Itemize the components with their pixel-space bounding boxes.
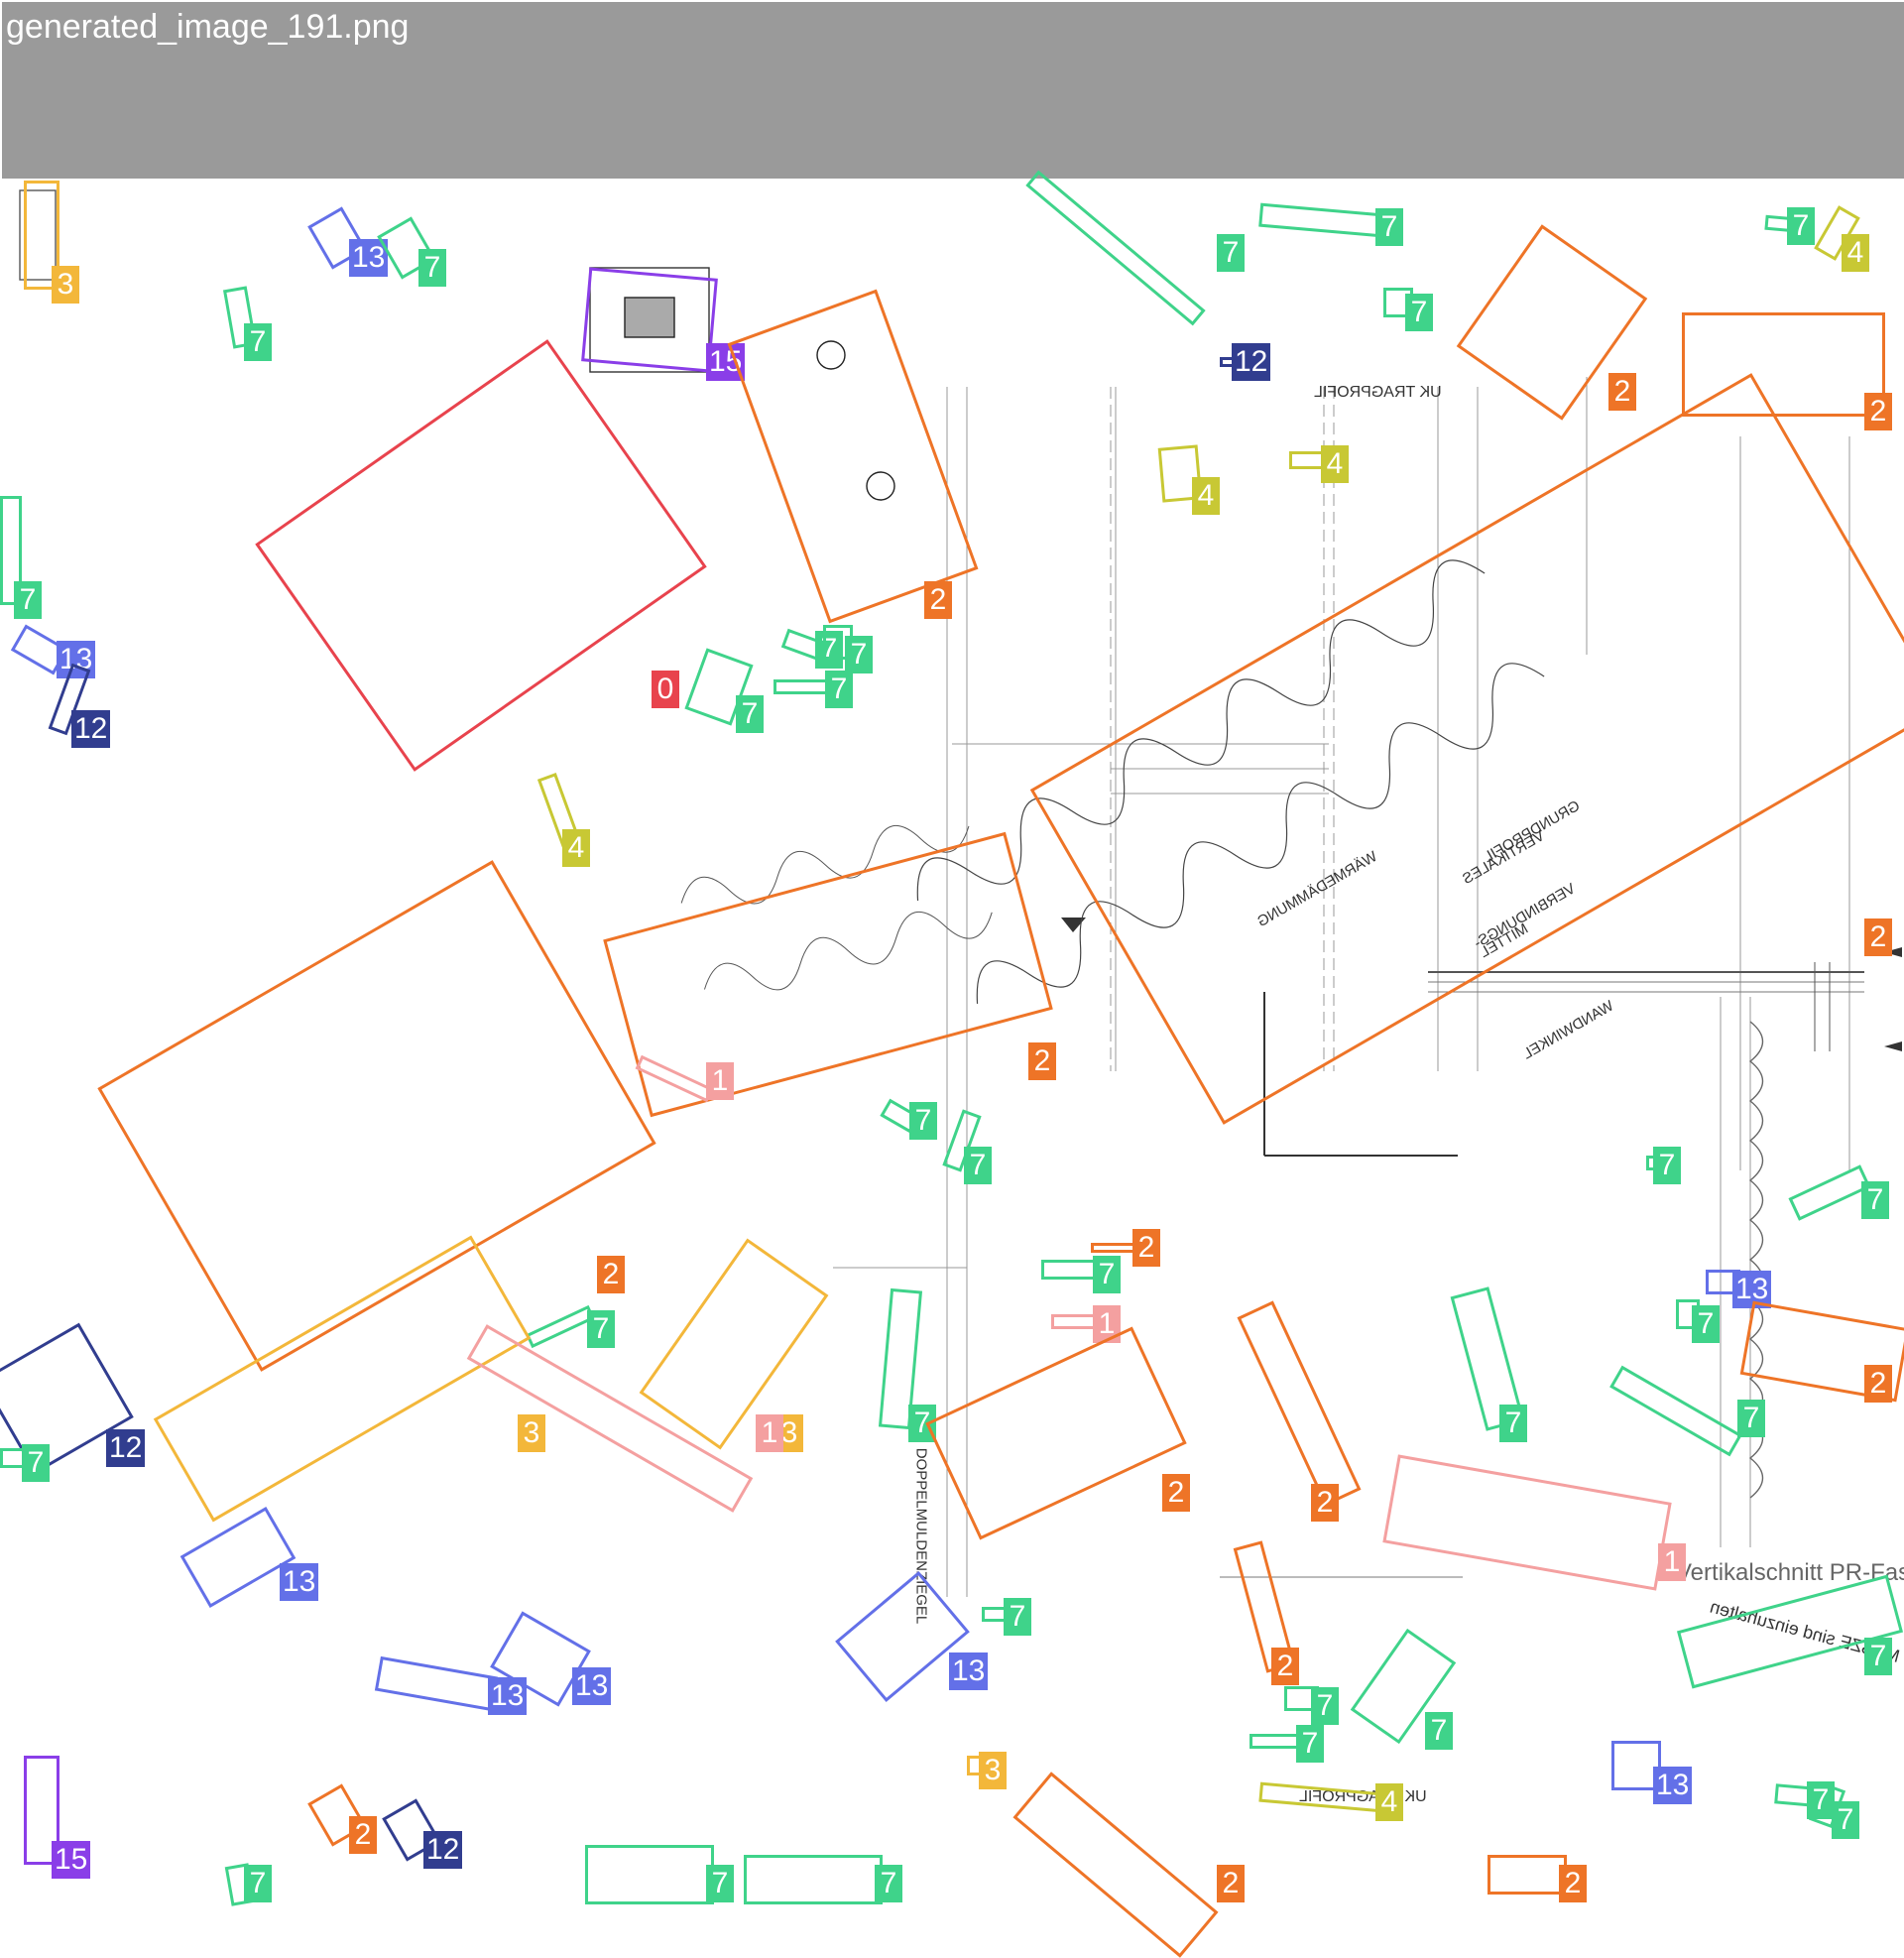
annotation-class-label: 7 <box>14 581 42 619</box>
annotation-class-label: 7 <box>1405 294 1433 331</box>
annotation-class-label: 2 <box>1217 1865 1245 1902</box>
annotation-class-label: 15 <box>706 343 746 381</box>
annotation-class-label: 2 <box>1864 1365 1892 1403</box>
annotation-box-class-3 <box>24 181 60 290</box>
annotation-class-label: 2 <box>1162 1474 1190 1512</box>
annotation-class-label: 2 <box>1864 393 1892 430</box>
annotation-class-label: 7 <box>845 636 873 673</box>
annotation-class-label: 7 <box>1375 208 1403 246</box>
annotation-class-label: 7 <box>908 1405 936 1442</box>
annotation-class-label: 7 <box>964 1147 992 1184</box>
annotation-class-label: 7 <box>418 249 446 287</box>
annotation-box-class-15 <box>24 1756 60 1865</box>
annotation-class-label: 1 <box>756 1414 783 1452</box>
image-title-bar: generated_image_191.png <box>2 2 1904 179</box>
annotation-class-label: 1 <box>706 1062 734 1100</box>
annotation-class-label: 7 <box>736 695 764 733</box>
annotation-class-label: 2 <box>1132 1229 1160 1267</box>
annotation-class-label: 2 <box>349 1816 377 1854</box>
annotation-box-class-7 <box>585 1845 714 1904</box>
annotation-class-label: 7 <box>244 1865 272 1902</box>
annotation-class-label: 7 <box>1499 1405 1527 1442</box>
annotation-class-label: 7 <box>1692 1305 1720 1343</box>
annotation-box-class-2 <box>1682 312 1885 417</box>
annotation-class-label: 4 <box>1321 445 1349 483</box>
annotation-class-label: 2 <box>597 1256 625 1293</box>
annotation-box-class-7 <box>1041 1260 1101 1280</box>
annotation-class-label: 13 <box>572 1667 612 1705</box>
annotation-class-label: 13 <box>488 1677 528 1715</box>
annotation-class-label: 3 <box>518 1414 545 1452</box>
annotation-class-label: 7 <box>1425 1712 1453 1750</box>
annotation-class-label: 2 <box>1608 373 1636 411</box>
annotation-class-label: 2 <box>924 581 952 619</box>
annotation-class-label: 7 <box>1737 1400 1765 1437</box>
annotation-class-label: 7 <box>244 323 272 361</box>
annotation-class-label: 13 <box>280 1563 319 1601</box>
annotation-class-label: 7 <box>1832 1801 1859 1839</box>
annotation-class-label: 7 <box>706 1865 734 1902</box>
annotation-class-label: 13 <box>949 1652 989 1690</box>
annotation-class-label: 12 <box>106 1429 146 1467</box>
annotation-class-label: 7 <box>1787 207 1815 245</box>
annotation-class-label: 13 <box>349 239 389 277</box>
annotation-class-label: 2 <box>1311 1484 1339 1522</box>
annotation-class-label: 7 <box>1864 1638 1892 1675</box>
architectural-section-drawing <box>19 189 1902 1597</box>
annotation-class-label: 12 <box>423 1831 463 1869</box>
annotation-class-label: 0 <box>652 671 679 708</box>
annotation-class-label: 7 <box>1861 1181 1889 1219</box>
annotation-class-label: 7 <box>909 1102 937 1140</box>
annotation-class-label: 4 <box>1375 1783 1403 1821</box>
annotation-class-label: 2 <box>1559 1865 1587 1902</box>
annotation-class-label: 7 <box>22 1444 50 1482</box>
annotation-class-label: 7 <box>587 1310 615 1348</box>
annotation-class-label: 12 <box>1232 343 1271 381</box>
annotation-class-label: 7 <box>1217 234 1245 272</box>
annotation-class-label: 13 <box>57 641 96 678</box>
annotation-box-class-7 <box>744 1855 883 1904</box>
annotation-box-class-7 <box>0 496 22 605</box>
annotation-class-label: 4 <box>562 829 590 867</box>
annotation-class-label: 13 <box>1653 1767 1693 1804</box>
annotation-box-class-13 <box>1611 1741 1661 1790</box>
annotation-box-class-7 <box>774 679 833 694</box>
annotation-class-label: 15 <box>52 1841 91 1879</box>
annotation-class-label: 4 <box>1842 234 1869 272</box>
annotation-box-class-2 <box>1488 1855 1567 1895</box>
annotation-class-label: 7 <box>1093 1256 1121 1293</box>
annotation-class-label: 1 <box>1093 1305 1121 1343</box>
annotation-class-label: 7 <box>1653 1147 1681 1184</box>
annotation-class-label: 3 <box>52 266 79 304</box>
annotation-class-label: 7 <box>1311 1687 1339 1725</box>
annotation-class-label: 2 <box>1271 1648 1299 1685</box>
annotation-class-label: 13 <box>1732 1271 1772 1308</box>
annotation-class-label: 7 <box>1807 1781 1835 1819</box>
annotation-class-label: 2 <box>1864 918 1892 956</box>
profile-label-text: UK TRAGPROFIL <box>1314 384 1442 401</box>
annotation-class-label: 7 <box>1004 1598 1031 1636</box>
image-filename: generated_image_191.png <box>6 8 410 46</box>
annotation-class-label: 7 <box>825 671 853 708</box>
annotation-class-label: 7 <box>875 1865 902 1902</box>
drawing-caption: Vertikalschnitt PR-Fas <box>1676 1559 1904 1586</box>
annotation-class-label: 1 <box>1658 1543 1686 1581</box>
annotated-drawing-canvas: Vertikalschnitt PR-Fas UK TRAGPROFIL UK … <box>0 170 1904 1958</box>
annotation-class-label: 12 <box>71 710 111 748</box>
annotation-box-class-15 <box>581 267 718 373</box>
annotation-class-label: 7 <box>1296 1725 1324 1763</box>
annotation-class-label: 4 <box>1192 477 1220 515</box>
annotation-class-label: 3 <box>979 1752 1007 1789</box>
annotation-class-label: 2 <box>1028 1042 1056 1080</box>
